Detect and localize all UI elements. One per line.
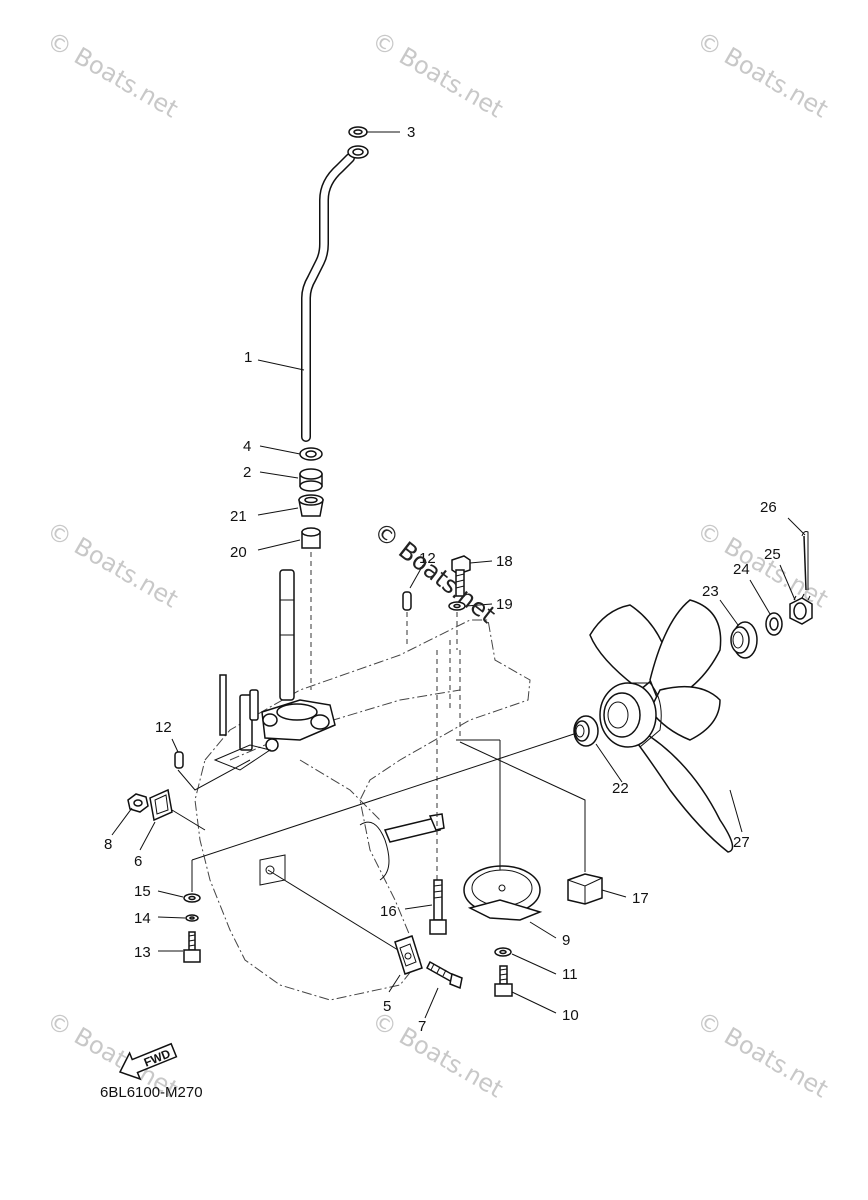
nut-8[interactable] [127, 793, 149, 813]
callout-15: 15 [134, 883, 151, 900]
dowel-pin-upper[interactable] [402, 591, 412, 648]
diagram-code: 6BL6100-M270 [100, 1084, 203, 1101]
grommet-6[interactable] [149, 788, 206, 831]
propeller-27[interactable] [589, 599, 734, 853]
callout-27: 27 [733, 834, 750, 851]
seal-stack[interactable] [298, 447, 324, 690]
callout-4: 4 [243, 438, 251, 455]
callout-7: 7 [418, 1018, 426, 1035]
watermark: © Boats.net [367, 26, 508, 123]
callout-8: 8 [104, 836, 112, 853]
callout-9: 9 [562, 932, 570, 949]
callout-14: 14 [134, 910, 151, 927]
trim-plate-9[interactable] [456, 739, 543, 921]
callout-13: 13 [134, 944, 151, 961]
watermark: © Boats.net [692, 26, 833, 123]
washer-24[interactable] [765, 612, 783, 636]
fastener-set-right[interactable] [494, 947, 513, 997]
callout-21: 21 [230, 508, 247, 525]
spacer-23[interactable] [730, 621, 758, 659]
anode-block-17[interactable] [459, 741, 603, 905]
thrust-washer-22[interactable] [573, 715, 599, 747]
watermark: © Boats.net [42, 26, 183, 123]
watermark: © Boats.net [692, 1006, 833, 1103]
callout-6: 6 [134, 853, 142, 870]
cotter-pin-26[interactable] [801, 531, 809, 591]
callout-2: 2 [243, 464, 251, 481]
callout-3: 3 [407, 124, 415, 141]
leader-lines [111, 131, 806, 1019]
water-tube[interactable] [301, 145, 369, 442]
callout-10: 10 [562, 1007, 579, 1024]
callout-22: 22 [612, 780, 629, 797]
callout-1: 1 [244, 349, 252, 366]
callout-16: 16 [380, 903, 397, 920]
callout-18: 18 [496, 553, 513, 570]
callout-12: 12 [155, 719, 172, 736]
callout-11: 11 [562, 966, 578, 983]
callout-19: 19 [496, 596, 513, 613]
callout-24: 24 [733, 561, 750, 578]
callout-26: 26 [760, 499, 777, 516]
callout-5: 5 [383, 998, 391, 1015]
anode-5[interactable] [267, 869, 423, 975]
bolt-16[interactable] [429, 879, 447, 935]
callout-12-upper: 12 [419, 550, 436, 567]
grommet-top[interactable] [348, 126, 368, 138]
callout-17: 17 [632, 890, 649, 907]
callout-25: 25 [764, 546, 781, 563]
bolt-7[interactable] [426, 960, 463, 990]
fastener-set-left[interactable] [183, 731, 581, 963]
lower-casing [194, 569, 531, 1001]
dowel-pin-left[interactable] [174, 751, 251, 791]
callout-labels: 1 2 3 4 5 6 7 8 9 10 11 12 12 13 14 15 1… [104, 124, 781, 1035]
prop-nut-25[interactable] [789, 593, 813, 625]
callout-23: 23 [702, 583, 719, 600]
watermark: © Boats.net [42, 516, 183, 613]
bolt-18[interactable] [448, 555, 471, 650]
callout-20: 20 [230, 544, 247, 561]
watermark-overlay: © Boats.net [368, 517, 501, 629]
watermark: © Boats.net [367, 1006, 508, 1103]
